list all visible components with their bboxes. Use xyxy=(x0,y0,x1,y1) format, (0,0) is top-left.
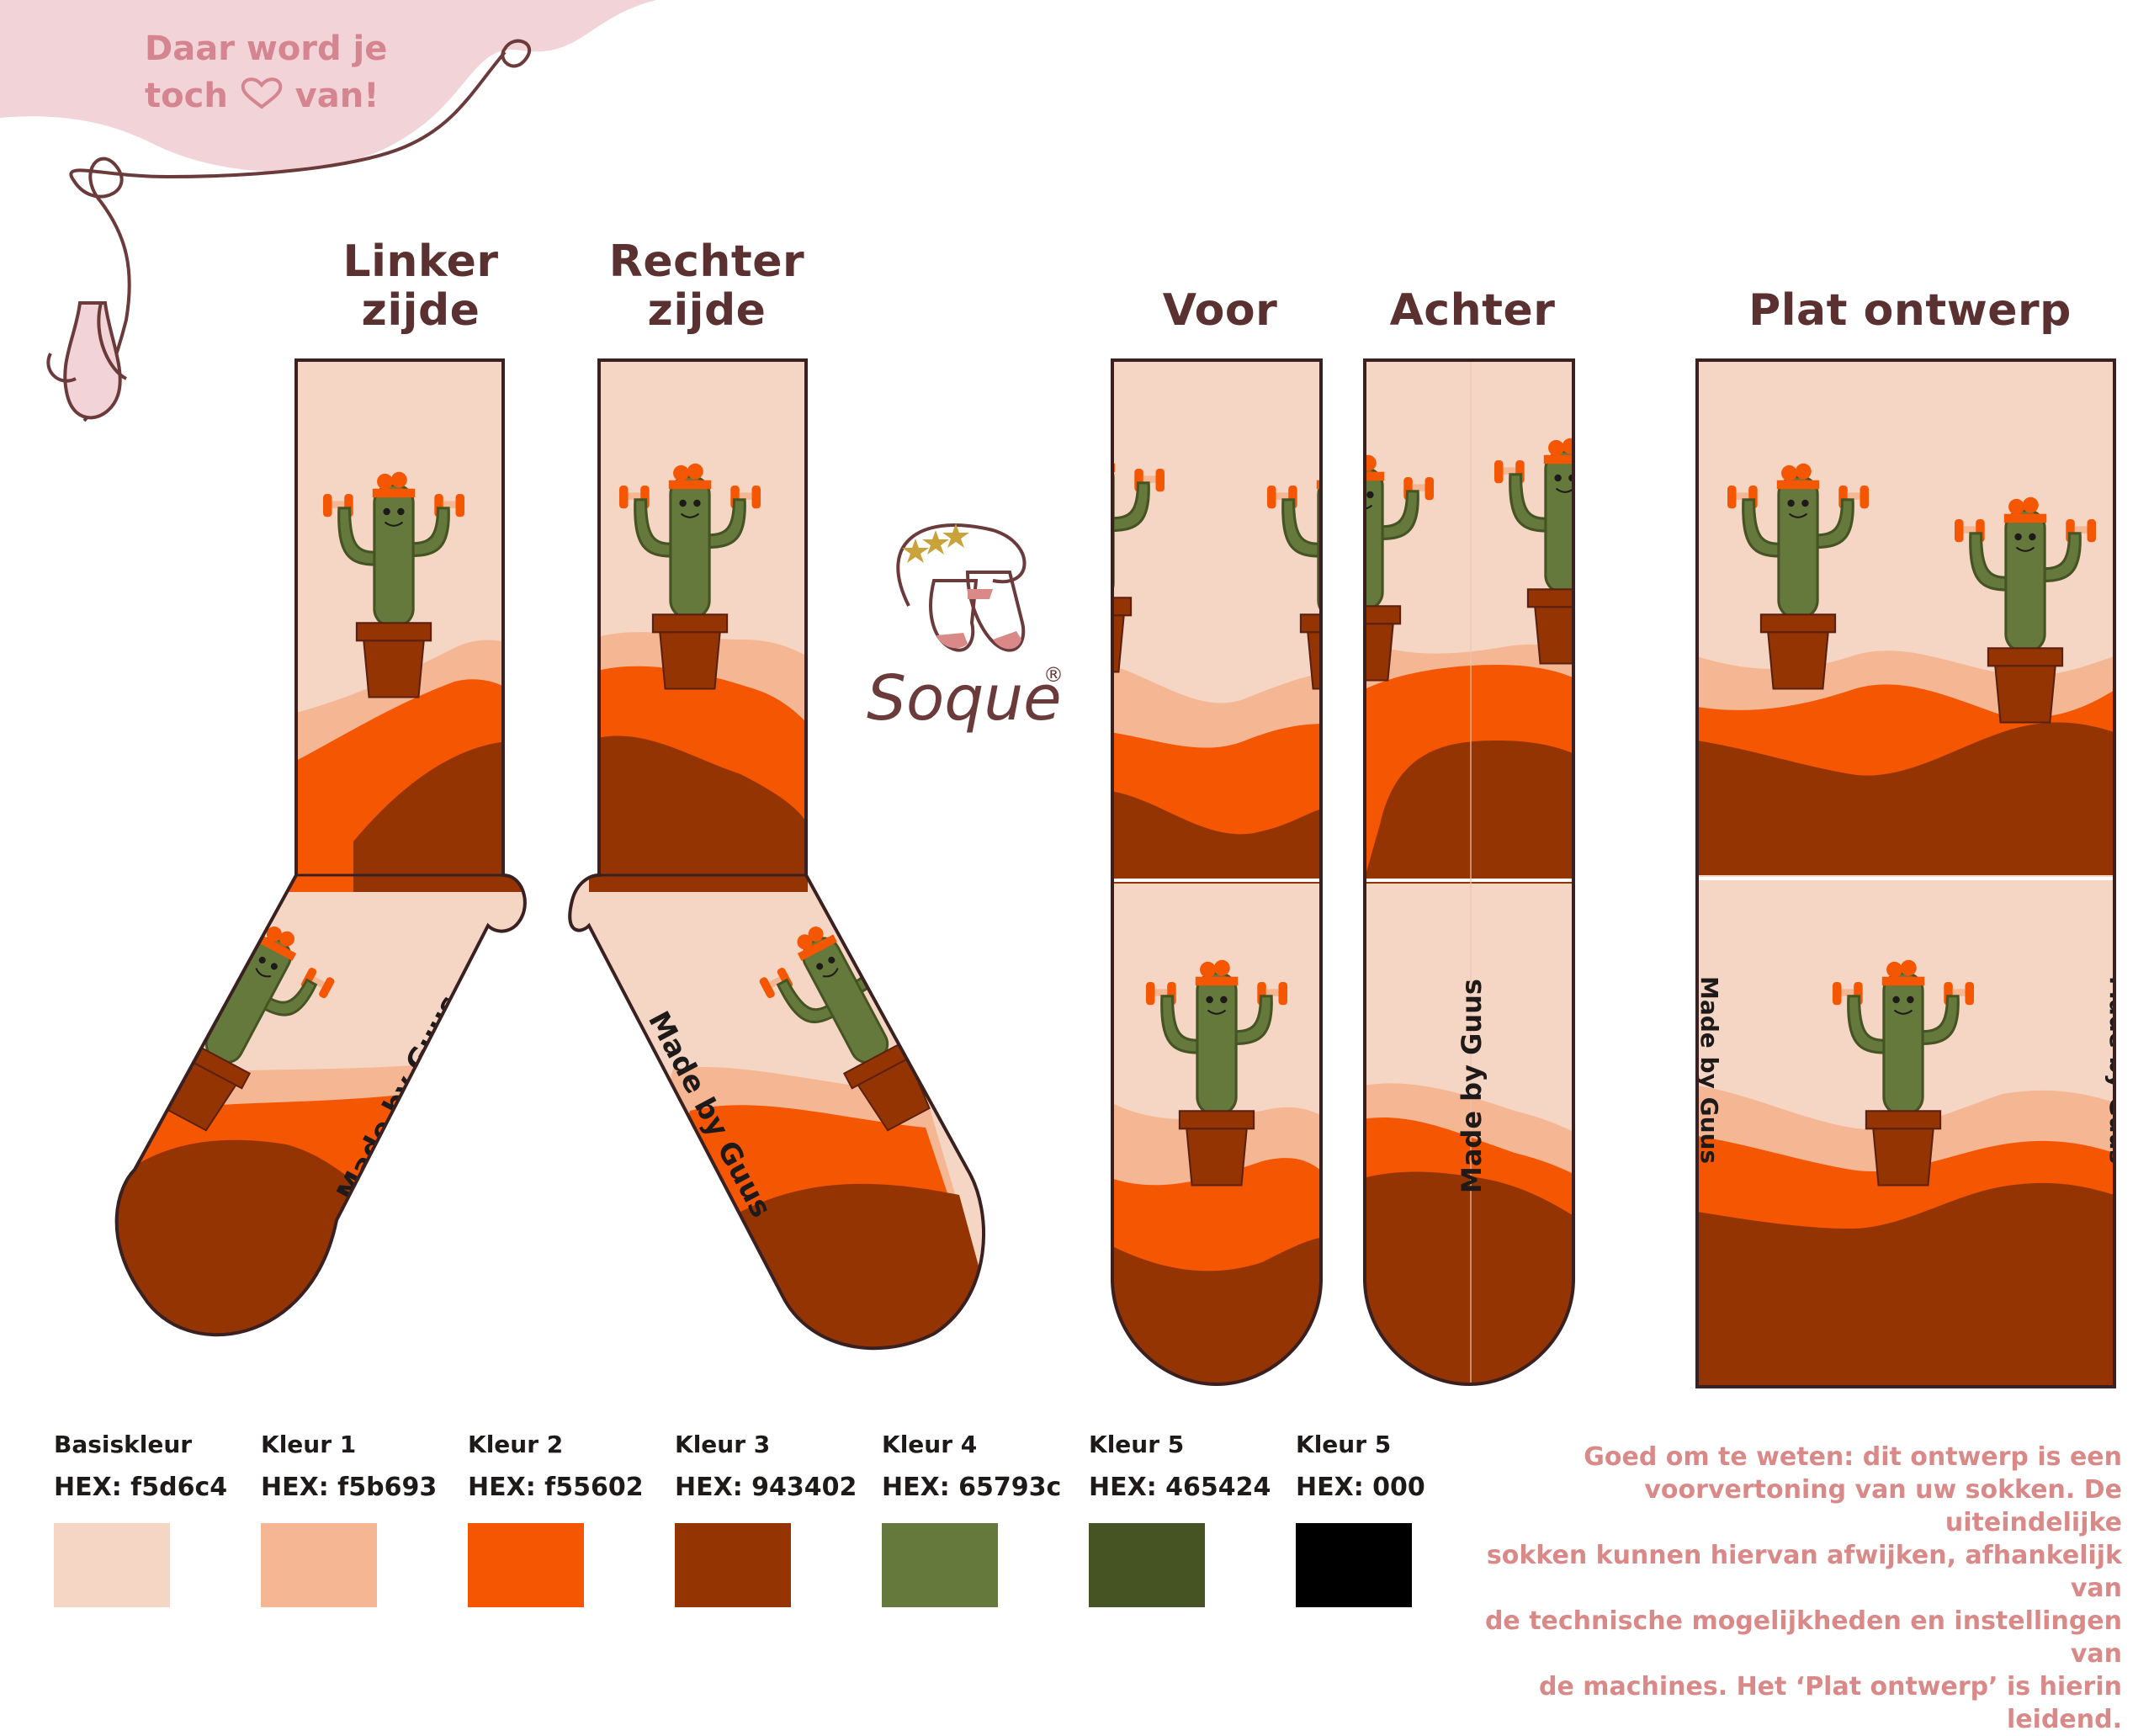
brand-registered: ® xyxy=(1043,663,1064,687)
mini-sock-icon xyxy=(46,301,128,420)
brand-logo: Soque ® xyxy=(867,523,1064,735)
swatch-kleur-5 xyxy=(1089,1523,1205,1607)
sock-artwork: Made by Guus Made by Guus xyxy=(114,358,2132,1388)
title-line1: Voor xyxy=(1162,285,1278,336)
title-line1: Plat ontwerp xyxy=(1748,285,2072,336)
swatch-label-kleur-1: Kleur 1 xyxy=(261,1431,357,1458)
swatch-label-kleur-2: Kleur 2 xyxy=(468,1431,564,1458)
title-line2: zijde xyxy=(361,285,480,336)
tagline-line2-b: van! xyxy=(294,77,379,115)
note-line: sokken kunnen hiervan afwijken, afhankel… xyxy=(1486,1541,2122,1603)
note-line: de machines. Het ‘Plat ontwerp’ is hieri… xyxy=(1538,1672,2122,1734)
swatch-hex-kleur-1: HEX: f5b693 xyxy=(261,1473,438,1502)
sock-voor xyxy=(1111,358,1323,1387)
sock-left-side: Made by Guus xyxy=(114,358,527,1337)
header-wave xyxy=(0,0,656,422)
title-linker-zijde: Linker zijde xyxy=(320,237,522,335)
flat-design: Made by Guus Made by Guus xyxy=(1695,358,2132,1388)
swatch-hex-kleur-3: HEX: 943402 xyxy=(675,1473,857,1502)
title-rechter-zijde: Rechter zijde xyxy=(589,237,825,335)
disclaimer-note: Goed om te weten: dit ontwerp is een voo… xyxy=(1464,1441,2122,1736)
sock-back-text: Made by Guus xyxy=(1456,979,1488,1193)
swatch-kleur-4 xyxy=(882,1523,998,1607)
title-achter: Achter xyxy=(1363,286,1582,335)
title-plat-ontwerp: Plat ontwerp xyxy=(1700,286,2120,335)
flat-text-left: Made by Guus xyxy=(1695,976,1723,1164)
heart-icon xyxy=(241,77,283,109)
swatch-kleur-5-black xyxy=(1296,1523,1412,1607)
swatch-hex-kleur-4: HEX: 65793c xyxy=(882,1473,1062,1502)
flat-text-right: Made by Guus xyxy=(2104,976,2132,1164)
title-line1: Rechter xyxy=(608,236,805,287)
swatch-hex-kleur-5: HEX: 465424 xyxy=(1089,1473,1271,1502)
swatch-kleur-3 xyxy=(675,1523,791,1607)
title-voor: Voor xyxy=(1111,286,1329,335)
title-line1: Linker xyxy=(342,236,499,287)
title-line2: zijde xyxy=(647,285,767,336)
note-line: de technische mogelijkheden en instellin… xyxy=(1484,1606,2122,1669)
swatch-label-kleur-5-black: Kleur 5 xyxy=(1296,1431,1392,1458)
swatch-basiskleur xyxy=(54,1523,170,1607)
sock-right-side: Made by Guus xyxy=(568,358,985,1351)
tagline-line2: toch van! xyxy=(145,72,422,119)
tagline-line2-a: toch xyxy=(145,77,228,115)
swatch-kleur-2 xyxy=(468,1523,584,1607)
tagline-line1: Daar word je xyxy=(145,29,388,68)
sock-achter: Made by Guus xyxy=(1363,358,1575,1387)
brand-name: Soque xyxy=(867,662,1062,735)
note-line: voorvertoning van uw sokken. De uiteinde… xyxy=(1644,1475,2122,1537)
swatch-kleur-1 xyxy=(261,1523,377,1607)
tagline: Daar word je toch van! xyxy=(145,25,422,119)
swatch-hex-kleur-5-black: HEX: 000 xyxy=(1296,1473,1425,1502)
swatch-label-basiskleur: Basiskleur xyxy=(54,1431,193,1458)
swatch-label-kleur-4: Kleur 4 xyxy=(882,1431,978,1458)
swatch-hex-basiskleur: HEX: f5d6c4 xyxy=(54,1473,228,1502)
note-line: Goed om te weten: dit ontwerp is een xyxy=(1584,1442,2122,1472)
title-line1: Achter xyxy=(1389,285,1556,336)
swatch-label-kleur-5: Kleur 5 xyxy=(1089,1431,1185,1458)
swatch-label-kleur-3: Kleur 3 xyxy=(675,1431,771,1458)
swatch-hex-kleur-2: HEX: f55602 xyxy=(468,1473,644,1502)
